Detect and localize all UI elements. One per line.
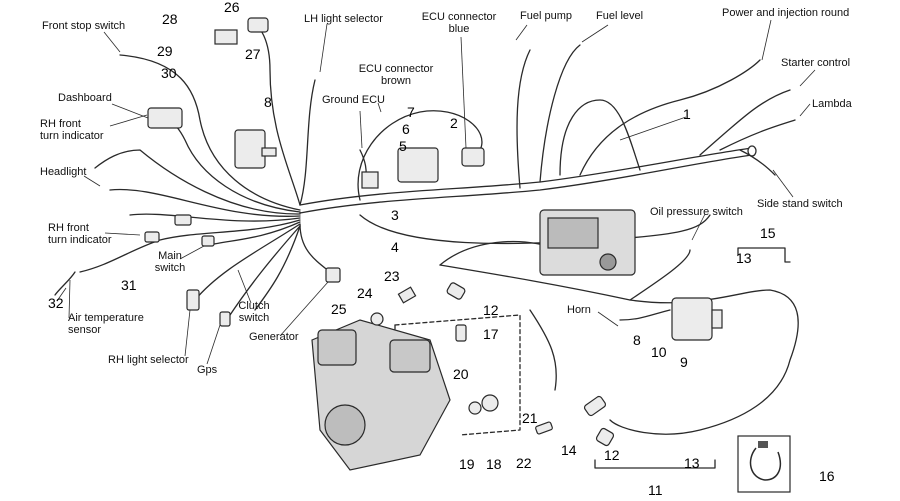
part-number-30: 30 — [161, 65, 177, 81]
label-rh-front-turn-indicator-2: RH front turn indicator — [48, 222, 112, 246]
label-lh-light-selector: LH light selector — [304, 13, 383, 25]
label-starter-control: Starter control — [781, 57, 851, 69]
part-number-12-lower: 12 — [604, 447, 620, 463]
label-lambda: Lambda — [812, 98, 852, 110]
part-number-13-upper: 13 — [736, 250, 752, 266]
part-number-1: 1 — [683, 106, 691, 122]
part-number-13-lower: 13 — [684, 455, 700, 471]
part-number-17: 17 — [483, 326, 499, 342]
dashboard-unit — [147, 107, 183, 129]
label-rh-front-turn-indicator-1: RH front turn indicator — [40, 118, 104, 142]
part-number-23: 23 — [384, 268, 400, 284]
part-number-16: 16 — [819, 468, 835, 484]
part-number-9: 9 — [680, 354, 688, 370]
part-number-18: 18 — [486, 456, 502, 472]
label-side-stand-switch: Side stand switch — [757, 198, 843, 210]
label-front-stop-switch: Front stop switch — [42, 20, 126, 32]
label-rh-front-turn-1-line1: RH front — [40, 118, 81, 130]
part-number-7: 7 — [407, 104, 415, 120]
regulator — [671, 297, 713, 341]
part-number-14: 14 — [561, 442, 577, 458]
part-number-28: 28 — [162, 11, 178, 27]
part-number-8-right: 8 — [633, 332, 641, 348]
label-rh-front-turn-2-line2: turn indicator — [48, 234, 112, 246]
part-number-4: 4 — [391, 239, 399, 255]
label-main-switch: Main switch — [150, 250, 190, 274]
label-air-temperature-sensor: Air temperature sensor — [68, 312, 144, 336]
label-dashboard: Dashboard — [58, 92, 112, 104]
part-number-27: 27 — [245, 46, 261, 62]
part-number-32: 32 — [48, 295, 64, 311]
part-number-25: 25 — [331, 301, 347, 317]
part-number-24: 24 — [357, 285, 373, 301]
label-gps: Gps — [197, 364, 218, 376]
label-rh-front-turn-1-line2: turn indicator — [40, 130, 104, 142]
label-ecu-connector-blue: ECU connector blue — [413, 11, 505, 35]
label-oil-pressure-switch: Oil pressure switch — [650, 206, 743, 218]
label-ecu-connector-brown-line1: ECU connector — [358, 63, 434, 75]
part-number-10: 10 — [651, 344, 667, 360]
label-ecu-connector-blue-line1: ECU connector — [421, 11, 497, 23]
label-main-switch-line1: Main — [158, 250, 182, 262]
label-fuel-pump: Fuel pump — [520, 10, 572, 22]
part-number-31: 31 — [121, 277, 137, 293]
part-number-19: 19 — [459, 456, 475, 472]
label-air-temp-line2: sensor — [68, 324, 102, 336]
part-number-20: 20 — [453, 366, 469, 382]
part-number-21: 21 — [522, 410, 538, 426]
label-ecu-connector-brown-line2: brown — [381, 75, 411, 87]
part-number-12-upper: 12 — [483, 302, 499, 318]
label-fuel-level: Fuel level — [596, 10, 644, 22]
label-horn: Horn — [567, 304, 591, 316]
part-number-15: 15 — [760, 225, 776, 241]
part-number-22: 22 — [516, 455, 532, 471]
part-number-2: 2 — [450, 115, 458, 131]
label-clutch-switch-line1: Clutch — [238, 300, 270, 312]
label-rh-front-turn-2-line1: RH front — [48, 222, 89, 234]
part-number-26: 26 — [224, 0, 240, 15]
label-main-switch-line2: switch — [154, 262, 186, 274]
label-clutch-switch-line2: switch — [238, 312, 270, 324]
part-number-3: 3 — [391, 207, 399, 223]
part-number-11: 11 — [648, 482, 663, 498]
label-generator: Generator — [249, 331, 299, 343]
label-clutch-switch: Clutch switch — [232, 300, 276, 324]
label-ecu-connector-brown: ECU connector brown — [350, 63, 442, 87]
label-rh-light-selector: RH light selector — [108, 354, 189, 366]
part-number-8-left: 8 — [264, 94, 272, 110]
label-ground-ecu: Ground ECU — [322, 94, 385, 106]
part-number-5: 5 — [399, 138, 407, 154]
label-power-injection-round: Power and injection round — [722, 7, 850, 19]
part-number-6: 6 — [402, 121, 410, 137]
label-air-temp-line1: Air temperature — [68, 312, 144, 324]
label-ecu-connector-blue-line2: blue — [448, 23, 470, 35]
part-8-box — [234, 129, 266, 169]
label-headlight: Headlight — [40, 166, 87, 178]
part-number-29: 29 — [157, 43, 173, 59]
